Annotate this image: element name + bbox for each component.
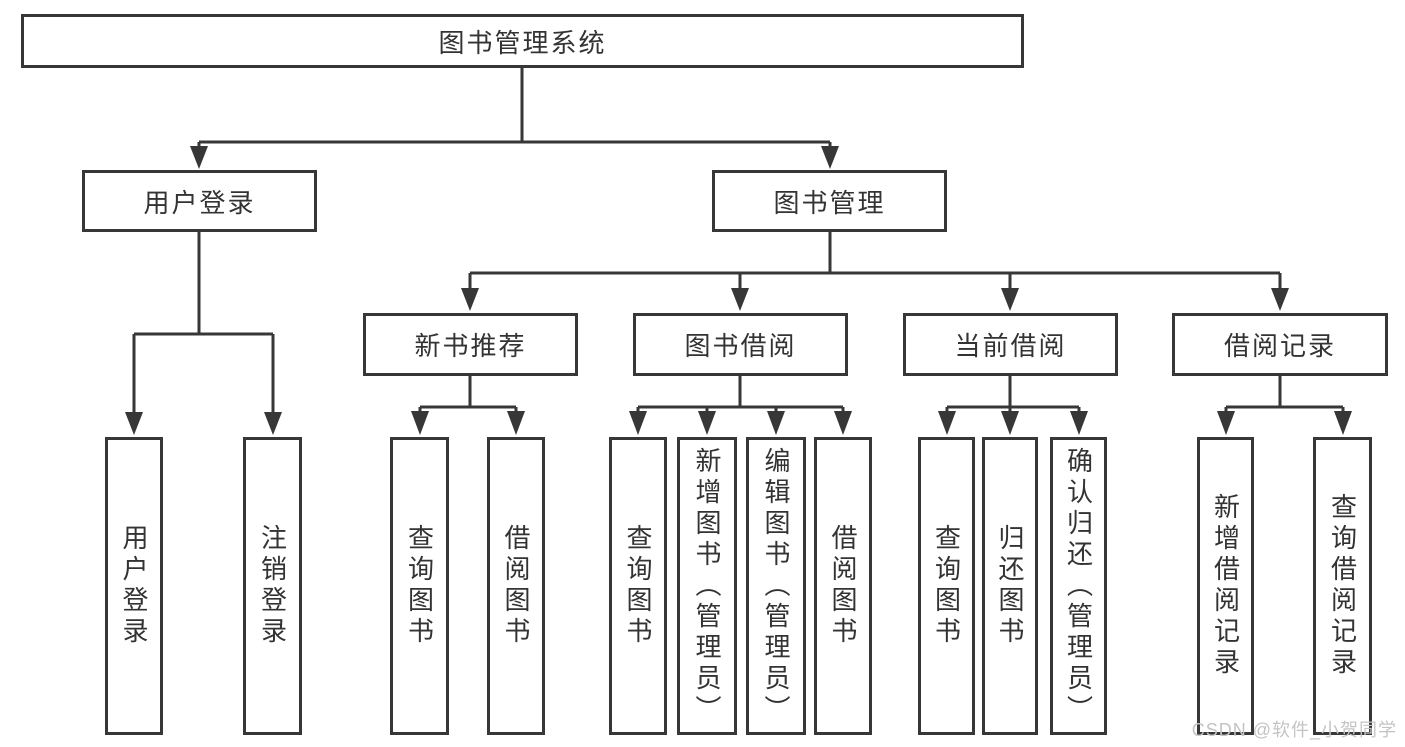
edge-new-book-recommend-split <box>411 376 525 435</box>
leaf-logout: 注销登录 <box>243 437 302 735</box>
node-book-borrowing: 图书借阅 <box>633 313 848 376</box>
edge-book-management-split <box>461 232 1289 311</box>
leaf-query-books-recommend: 查询图书 <box>390 437 449 735</box>
edge-root-split <box>190 68 839 169</box>
leaf-add-book-admin: 新增图书（管理员） <box>677 437 737 735</box>
node-book-management: 图书管理 <box>712 170 947 232</box>
node-root: 图书管理系统 <box>21 14 1024 68</box>
leaf-borrow-book-recommend: 借阅图书 <box>487 437 545 735</box>
leaf-add-borrow-record: 新增借阅记录 <box>1197 437 1254 735</box>
node-root-label: 图书管理系统 <box>438 27 607 58</box>
node-user-login: 用户登录 <box>82 170 317 232</box>
leaf-confirm-return-admin: 确认归还（管理员） <box>1050 437 1107 735</box>
leaf-query-books-borrowing: 查询图书 <box>609 437 667 735</box>
edge-user-login-split <box>125 232 282 435</box>
node-new-book-recommend: 新书推荐 <box>363 313 578 376</box>
watermark: CSDN @软件_小贺同学 <box>1191 720 1397 740</box>
node-book-management-label: 图书管理 <box>773 187 886 218</box>
node-current-borrowing: 当前借阅 <box>903 313 1118 376</box>
edge-book-borrowing-split <box>629 376 852 435</box>
edge-current-borrowing-split <box>938 376 1088 435</box>
leaf-query-books-current: 查询图书 <box>918 437 975 735</box>
node-user-login-label: 用户登录 <box>143 187 256 218</box>
leaf-borrow-book: 借阅图书 <box>814 437 872 735</box>
leaf-query-borrow-record: 查询借阅记录 <box>1313 437 1372 735</box>
node-borrow-records: 借阅记录 <box>1172 313 1388 376</box>
edge-borrow-records-split <box>1217 376 1352 435</box>
leaf-user-login: 用户登录 <box>105 437 163 735</box>
leaf-edit-book-admin: 编辑图书（管理员） <box>746 437 806 735</box>
leaf-return-book: 归还图书 <box>982 437 1038 735</box>
